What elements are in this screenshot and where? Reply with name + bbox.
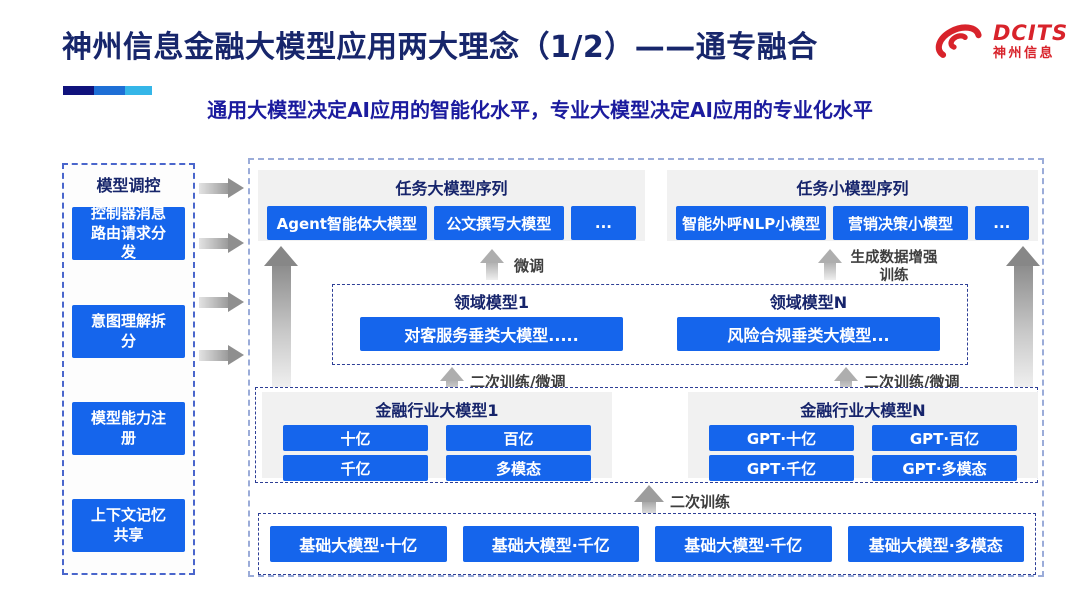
up-arrow-icon bbox=[1006, 246, 1040, 388]
group-title: 金融行业大模型1 bbox=[375, 401, 499, 420]
model-box: 千亿 bbox=[283, 455, 428, 481]
dcits-logo: DCITS 神州信息 bbox=[930, 16, 1068, 66]
model-box: 风险合规垂类大模型... bbox=[676, 317, 941, 351]
accent-bar-segment bbox=[125, 86, 152, 95]
right-arrow-icon bbox=[199, 178, 244, 198]
model-box: 智能外呼NLP小模型 bbox=[676, 206, 827, 240]
right-arrow-icon bbox=[199, 292, 244, 312]
group-title: 领域模型1 bbox=[453, 293, 530, 312]
retrain-label-left: 二次训练/微调 bbox=[470, 373, 566, 391]
model-box-more: ... bbox=[974, 206, 1030, 240]
sidebar-item-register: 模型能力注册 bbox=[72, 402, 185, 455]
model-box: GPT·十亿 bbox=[709, 425, 854, 451]
page-title: 神州信息金融大模型应用两大理念（1/2）——通专融合 bbox=[62, 30, 818, 65]
sidebar-item-context: 上下文记忆共享 bbox=[72, 499, 185, 552]
model-box: 对客服务垂类大模型..... bbox=[359, 317, 624, 351]
accent-bar bbox=[63, 86, 152, 95]
model-box: 多模态 bbox=[446, 455, 591, 481]
secondary-training-label: 二次训练 bbox=[670, 493, 731, 511]
domain-models-frame: 领域模型1 对客服务垂类大模型..... 领域模型N 风险合规垂类大模型... bbox=[332, 284, 968, 365]
domain-model-1: 领域模型1 对客服务垂类大模型..... bbox=[333, 285, 650, 364]
model-box: 营销决策小模型 bbox=[833, 206, 968, 240]
up-arrow-icon bbox=[480, 249, 504, 280]
augment-label: 生成数据增强训练 bbox=[850, 250, 938, 285]
logo-text: DCITS 神州信息 bbox=[993, 22, 1068, 61]
finetune-label: 微调 bbox=[514, 257, 545, 275]
task-large-model-group: 任务大模型序列 Agent智能体大模型 公文撰写大模型 ... bbox=[258, 170, 645, 241]
sidebar-item-intent: 意图理解拆分 bbox=[72, 305, 185, 358]
group-title: 任务小模型序列 bbox=[796, 179, 909, 198]
group-title: 任务大模型序列 bbox=[395, 179, 508, 198]
base-model-box: 基础大模型·多模态 bbox=[847, 526, 1024, 562]
base-model-box: 基础大模型·千亿 bbox=[655, 526, 832, 562]
group-title: 领域模型N bbox=[769, 293, 848, 312]
model-box: 十亿 bbox=[283, 425, 428, 451]
domain-model-n: 领域模型N 风险合规垂类大模型... bbox=[650, 285, 967, 364]
logo-brand-cn: 神州信息 bbox=[993, 45, 1056, 61]
group-title: 金融行业大模型N bbox=[800, 401, 926, 420]
task-small-model-group: 任务小模型序列 智能外呼NLP小模型 营销决策小模型 ... bbox=[667, 170, 1038, 241]
sidebar-item-router: 控制器消息路由请求分发 bbox=[72, 204, 185, 261]
industry-model-group-1: 金融行业大模型1 十亿 百亿 千亿 多模态 bbox=[262, 392, 612, 481]
up-arrow-icon bbox=[264, 246, 298, 388]
model-control-panel: 模型调控 控制器消息路由请求分发 意图理解拆分 模型能力注册 上下文记忆共享 bbox=[62, 163, 195, 575]
sidebar-title: 模型调控 bbox=[96, 176, 161, 195]
up-arrow-icon bbox=[818, 249, 842, 280]
model-box: 公文撰写大模型 bbox=[433, 206, 564, 240]
dcits-swirl-icon bbox=[930, 16, 988, 66]
model-box: Agent智能体大模型 bbox=[267, 206, 427, 240]
model-box: 百亿 bbox=[446, 425, 591, 451]
logo-brand: DCITS bbox=[993, 20, 1069, 45]
right-arrow-icon bbox=[199, 345, 244, 365]
right-arrow-icon bbox=[199, 233, 244, 253]
model-box: GPT·百亿 bbox=[872, 425, 1017, 451]
subtitle: 通用大模型决定AI应用的智能化水平，专业大模型决定AI应用的专业化水平 bbox=[207, 98, 873, 122]
retrain-label-right: 二次训练/微调 bbox=[864, 373, 960, 391]
model-box-more: ... bbox=[570, 206, 637, 240]
base-model-box: 基础大模型·十亿 bbox=[270, 526, 447, 562]
accent-bar-segment bbox=[63, 86, 94, 95]
base-models-frame: 基础大模型·十亿 基础大模型·千亿 基础大模型·千亿 基础大模型·多模态 bbox=[258, 513, 1036, 575]
base-model-box: 基础大模型·千亿 bbox=[462, 526, 639, 562]
industry-model-group-n: 金融行业大模型N GPT·十亿 GPT·百亿 GPT·千亿 GPT·多模态 bbox=[688, 392, 1038, 481]
model-box: GPT·千亿 bbox=[709, 455, 854, 481]
accent-bar-segment bbox=[94, 86, 125, 95]
model-box: GPT·多模态 bbox=[872, 455, 1017, 481]
diagram-frame bbox=[248, 158, 1044, 577]
